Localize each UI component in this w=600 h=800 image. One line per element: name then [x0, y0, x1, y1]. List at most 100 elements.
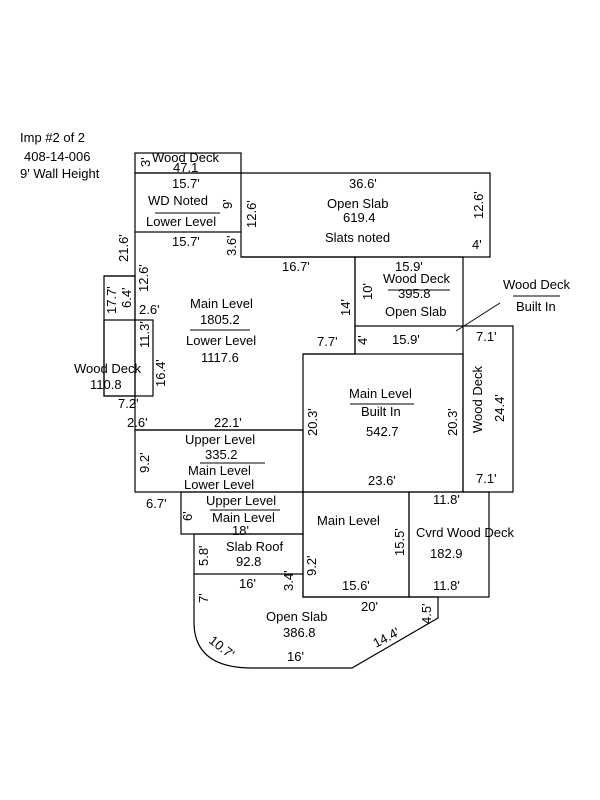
dim-label: 3.4'	[281, 570, 296, 591]
lower-level-big-label: Lower Level	[186, 333, 256, 348]
dim-label: 4'	[355, 335, 370, 345]
dim-label: 21.6'	[116, 234, 131, 262]
dim-label: 16.4'	[153, 359, 168, 387]
open-slab-top-label: Open Slab	[327, 196, 388, 211]
dim-label: 23.6'	[368, 473, 396, 488]
main-built-in-label: Main Level	[349, 386, 412, 401]
dim-label: 11.8'	[433, 492, 460, 507]
open-slab-mid-label: Open Slab	[385, 304, 446, 319]
dim-label: 22.1'	[214, 415, 242, 430]
dimension-labels: 3' 15.7' 15.7' 9' 36.6' 12.6' 12.6' 4' 2…	[104, 157, 507, 664]
main-built-in-outline	[302, 353, 464, 493]
cvrd-wood-deck-outline	[408, 491, 490, 598]
dim-label: 12.6'	[471, 191, 486, 219]
dim-label: 6.7'	[146, 496, 167, 511]
dim-label: 17.7'	[104, 286, 119, 314]
wood-deck-top-area: 47.1	[173, 160, 198, 175]
dim-label: 20'	[361, 599, 378, 614]
slats-noted-label: Slats noted	[325, 230, 390, 245]
dim-label: 7.1'	[476, 471, 497, 486]
dim-label: 5.8'	[196, 545, 211, 566]
open-slab-bottom-area: 386.8	[283, 625, 316, 640]
dim-label: 2.6'	[139, 302, 160, 317]
sketch-outlines	[103, 152, 560, 669]
dim-label: 4.5'	[419, 603, 434, 624]
wood-deck-mid-label: Wood Deck	[383, 271, 450, 286]
dim-label: 20.3'	[305, 408, 320, 436]
cvrd-wood-deck-area: 182.9	[430, 546, 463, 561]
dim-label: 7.2'	[118, 396, 139, 411]
wood-deck-right-label: Wood Deck	[470, 366, 485, 433]
wd-noted-label2: Lower Level	[146, 214, 216, 229]
dim-label: 11.3'	[137, 321, 152, 348]
dim-label: 7'	[196, 593, 211, 603]
upper-level-label: Upper Level	[185, 432, 255, 447]
wd-noted-label: WD Noted	[148, 193, 208, 208]
dim-label: 9.2'	[304, 555, 319, 576]
dim-label: 7.1'	[476, 329, 497, 344]
dim-label: 7.7'	[317, 334, 338, 349]
dim-label: 6.4'	[119, 287, 134, 308]
imp-label: Imp #2 of 2	[20, 130, 85, 145]
wood-deck-mid-area: 395.8	[398, 286, 431, 301]
dim-label: 18'	[232, 523, 249, 538]
open-slab-top-area: 619.4	[343, 210, 376, 225]
dim-label: 4'	[472, 237, 482, 252]
upper-level-small-label: Upper Level	[206, 493, 276, 508]
dim-label: 11.8'	[433, 578, 460, 593]
wood-deck-mid-outline	[354, 256, 464, 327]
dim-label: 12.6'	[136, 264, 151, 292]
dim-label: 15.9'	[395, 259, 423, 274]
parcel-number: 408-14-006	[24, 149, 91, 164]
dim-label: 15.6'	[342, 578, 370, 593]
dim-label: 14'	[338, 299, 353, 316]
dim-label: 20.3'	[445, 408, 460, 436]
dim-label: 16'	[287, 649, 304, 664]
upper-lower-level-label: Lower Level	[184, 477, 254, 492]
dim-label: 3.6'	[224, 235, 239, 256]
main-level-left-outline	[134, 232, 303, 431]
dim-label: 15.5'	[392, 528, 407, 556]
slab-roof-label: Slab Roof	[226, 539, 283, 554]
main-level-big-label: Main Level	[190, 296, 253, 311]
dim-label: 3'	[138, 157, 153, 167]
wood-deck-left-inner	[103, 319, 154, 397]
dim-label: 10'	[360, 283, 375, 300]
wood-deck-built-in-label: Wood Deck	[503, 277, 570, 292]
dim-label: 9'	[220, 199, 235, 209]
wall-height-label: 9' Wall Height	[20, 166, 100, 181]
open-slab-bottom-label: Open Slab	[266, 609, 327, 624]
area-labels: Wood Deck 47.1 WD Noted Lower Level Open…	[74, 150, 570, 640]
slab-roof-outline	[193, 533, 304, 575]
dim-label: 6'	[180, 511, 195, 521]
dim-label: 12.6'	[244, 200, 259, 228]
upper-small-main-label: Main Level	[212, 510, 275, 525]
dim-label: 14.4'	[370, 624, 402, 650]
dim-label: 9.2'	[137, 452, 152, 473]
dim-label: 2.6'	[127, 415, 148, 430]
dim-label: 15.7'	[172, 176, 200, 191]
main-built-in-label2: Built In	[361, 404, 401, 419]
step-outline	[240, 232, 355, 258]
wood-deck-left-label: Wood Deck	[74, 361, 141, 376]
wd-noted-outline	[134, 172, 242, 233]
dim-label: 10.7'	[206, 633, 237, 662]
dim-label: 24.4'	[492, 394, 507, 422]
dim-label: 15.7'	[172, 234, 200, 249]
dim-label: 16.7'	[282, 259, 310, 274]
built-in-pointer	[455, 302, 501, 332]
wood-deck-left-area: 110.8	[90, 377, 122, 392]
wood-deck-top-label: Wood Deck	[152, 150, 219, 165]
main-level-big-area: 1805.2	[200, 312, 240, 327]
lower-level-big-area: 1117.6	[201, 350, 239, 365]
dim-label: 36.6'	[349, 176, 377, 191]
dim-label: 16'	[239, 576, 256, 591]
upper-main-level-label: Main Level	[188, 463, 251, 478]
main-level-lower-label: Main Level	[317, 513, 380, 528]
cvrd-wood-deck-label: Cvrd Wood Deck	[416, 525, 515, 540]
upper-level-area: 335.2	[205, 447, 238, 462]
open-slab-bottom-outline	[193, 574, 439, 669]
dim-label: 15.9'	[392, 332, 420, 347]
slab-roof-area: 92.8	[236, 554, 261, 569]
